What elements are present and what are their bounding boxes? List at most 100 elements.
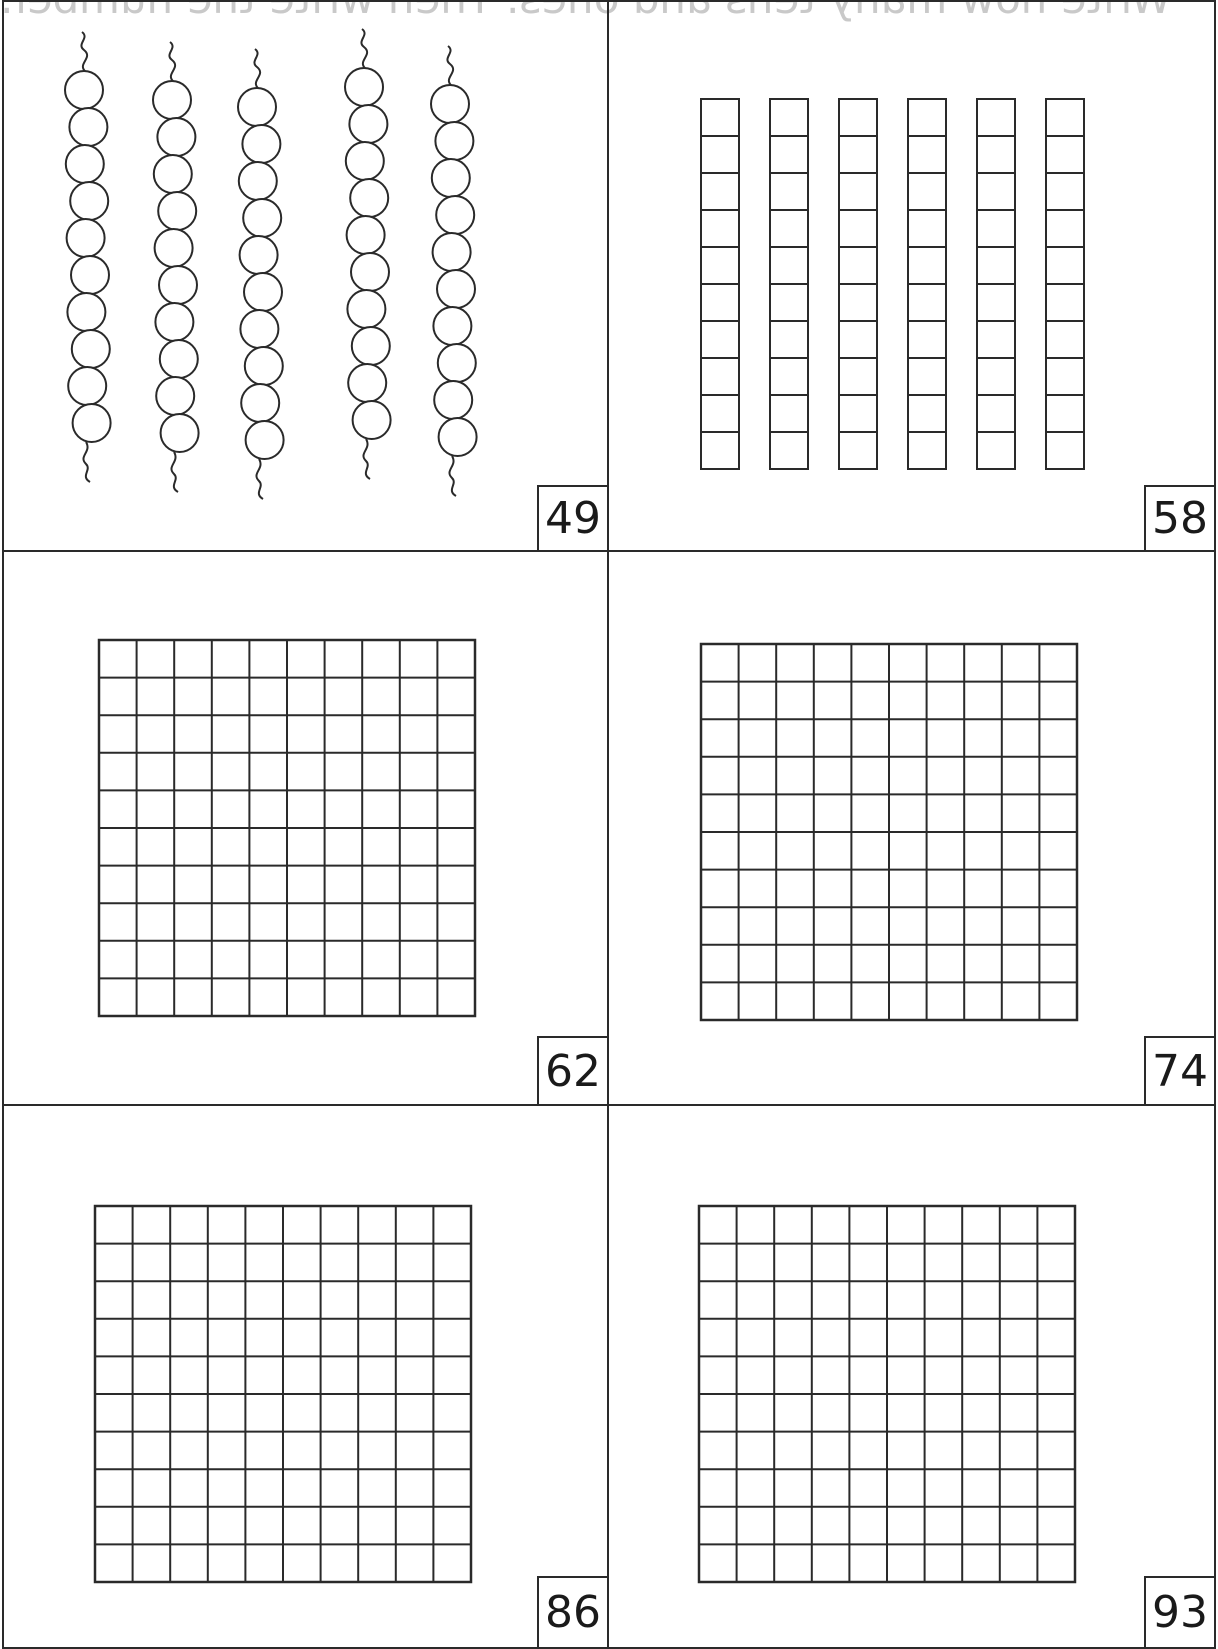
unit-cube — [1046, 136, 1084, 173]
bead — [352, 327, 390, 365]
unit-cube — [770, 358, 808, 395]
unit-cube — [1046, 321, 1084, 358]
unit-cube — [770, 136, 808, 173]
bead — [73, 404, 111, 442]
bead — [154, 155, 192, 193]
number-label: 58 — [1152, 493, 1208, 544]
bead — [68, 367, 106, 405]
unit-cube — [908, 99, 946, 136]
bead — [155, 229, 193, 267]
unit-cube — [908, 321, 946, 358]
bead — [156, 377, 194, 415]
bead — [242, 125, 280, 163]
bead — [346, 142, 384, 180]
unit-cube — [977, 136, 1015, 173]
number-label-box: 62 — [537, 1036, 609, 1106]
string-tail-bottom — [171, 452, 178, 492]
unit-cube — [839, 99, 877, 136]
string-tail-bottom — [363, 439, 370, 479]
card-1: 49 — [2, 0, 609, 552]
bead — [69, 108, 107, 146]
ten-rod — [908, 99, 946, 469]
card-5: 86 — [2, 1104, 609, 1649]
unit-cube — [1046, 395, 1084, 432]
bead — [353, 401, 391, 439]
unit-cube — [770, 432, 808, 469]
bead-string — [153, 42, 199, 492]
bead — [436, 196, 474, 234]
unit-cube — [908, 210, 946, 247]
unit-cube — [977, 321, 1015, 358]
unit-cube — [977, 210, 1015, 247]
unit-cube — [908, 395, 946, 432]
string-tail-top — [447, 46, 453, 86]
bead — [347, 216, 385, 254]
unit-cube — [770, 173, 808, 210]
hundred-square-model — [609, 552, 1214, 1104]
unit-cube — [977, 99, 1015, 136]
number-label: 93 — [1152, 1587, 1208, 1638]
unit-cube — [770, 247, 808, 284]
bead-string — [345, 29, 391, 479]
unit-cube — [770, 321, 808, 358]
number-label: 86 — [545, 1587, 601, 1638]
number-label: 49 — [545, 493, 601, 544]
unit-cube — [770, 210, 808, 247]
hundred-flat — [95, 1206, 471, 1582]
unit-cube — [701, 432, 739, 469]
bead — [239, 162, 277, 200]
bead — [345, 68, 383, 106]
bead — [246, 421, 284, 459]
bead — [438, 344, 476, 382]
bead — [350, 179, 388, 217]
ten-rod — [977, 99, 1015, 469]
unit-cube — [977, 395, 1015, 432]
bead — [65, 71, 103, 109]
bead — [433, 233, 471, 271]
bead — [153, 81, 191, 119]
bead — [67, 293, 105, 331]
unit-cube — [908, 284, 946, 321]
bead — [240, 236, 278, 274]
bead — [238, 88, 276, 126]
string-tail-bottom — [449, 456, 456, 496]
bead — [240, 310, 278, 348]
bead — [241, 384, 279, 422]
bead — [67, 219, 105, 257]
bead — [347, 290, 385, 328]
ten-rod — [770, 99, 808, 469]
unit-cube — [839, 247, 877, 284]
bead — [432, 159, 470, 197]
number-label: 62 — [545, 1046, 601, 1097]
number-label-box: 49 — [537, 485, 609, 552]
number-label: 74 — [1152, 1046, 1208, 1097]
string-tail-bottom — [83, 442, 90, 482]
number-label-box: 86 — [537, 1576, 609, 1649]
unit-cube — [839, 358, 877, 395]
unit-cube — [701, 99, 739, 136]
hundred-flat — [699, 1206, 1075, 1582]
number-label-box: 93 — [1144, 1576, 1216, 1649]
bead — [437, 270, 475, 308]
bead — [72, 330, 110, 368]
number-label-box: 74 — [1144, 1036, 1216, 1106]
bead-string — [238, 49, 284, 499]
hundred-square-model — [4, 552, 607, 1104]
hundred-flat — [701, 644, 1077, 1020]
unit-cube — [1046, 284, 1084, 321]
bead — [439, 418, 477, 456]
ten-rods-model — [609, 2, 1214, 550]
bead — [161, 414, 199, 452]
unit-cube — [839, 432, 877, 469]
unit-cube — [701, 395, 739, 432]
unit-cube — [701, 210, 739, 247]
unit-cube — [770, 99, 808, 136]
unit-cube — [1046, 432, 1084, 469]
bead — [159, 266, 197, 304]
unit-cube — [839, 173, 877, 210]
unit-cube — [701, 136, 739, 173]
unit-cube — [977, 173, 1015, 210]
unit-cube — [701, 247, 739, 284]
bead — [351, 253, 389, 291]
